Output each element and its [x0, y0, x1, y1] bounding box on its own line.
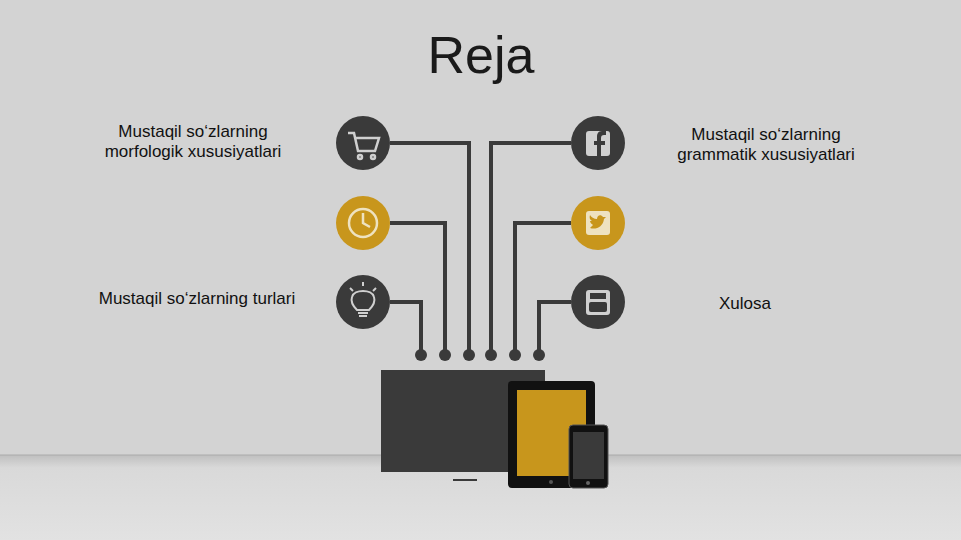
cart-icon [336, 116, 390, 170]
twitter-symbol [586, 211, 610, 235]
youtube-you [590, 293, 606, 299]
plan-item: Xulosa [665, 294, 825, 314]
clock-symbol [349, 209, 377, 237]
cart-symbol [348, 133, 379, 159]
phone [569, 425, 608, 488]
facebook-symbol [586, 131, 610, 156]
clock-icon [336, 196, 390, 250]
plan-item: Mustaqil so‘zlarning turlari [77, 289, 317, 309]
youtube-tube [589, 302, 607, 312]
twitter-icon [571, 196, 625, 250]
youtube-icon [571, 275, 625, 329]
slide-title: Reja [381, 25, 581, 85]
phone-screen [573, 432, 604, 479]
facebook-f [594, 131, 606, 156]
facebook-icon [571, 116, 625, 170]
wires [390, 143, 571, 355]
bulb-symbol [350, 282, 376, 316]
plan-item: Mustaqil so‘zlarning grammatik xususiyat… [661, 125, 871, 165]
youtube-symbol [586, 290, 610, 315]
plan-item: Mustaqil so‘zlarning morfologik xususiya… [88, 122, 298, 162]
bulb-icon [336, 275, 390, 329]
tablet-button [549, 480, 553, 484]
phone-button [586, 481, 590, 485]
wire-dots [415, 349, 545, 361]
monitor-stand [453, 479, 477, 481]
twitter-bird [590, 215, 606, 229]
